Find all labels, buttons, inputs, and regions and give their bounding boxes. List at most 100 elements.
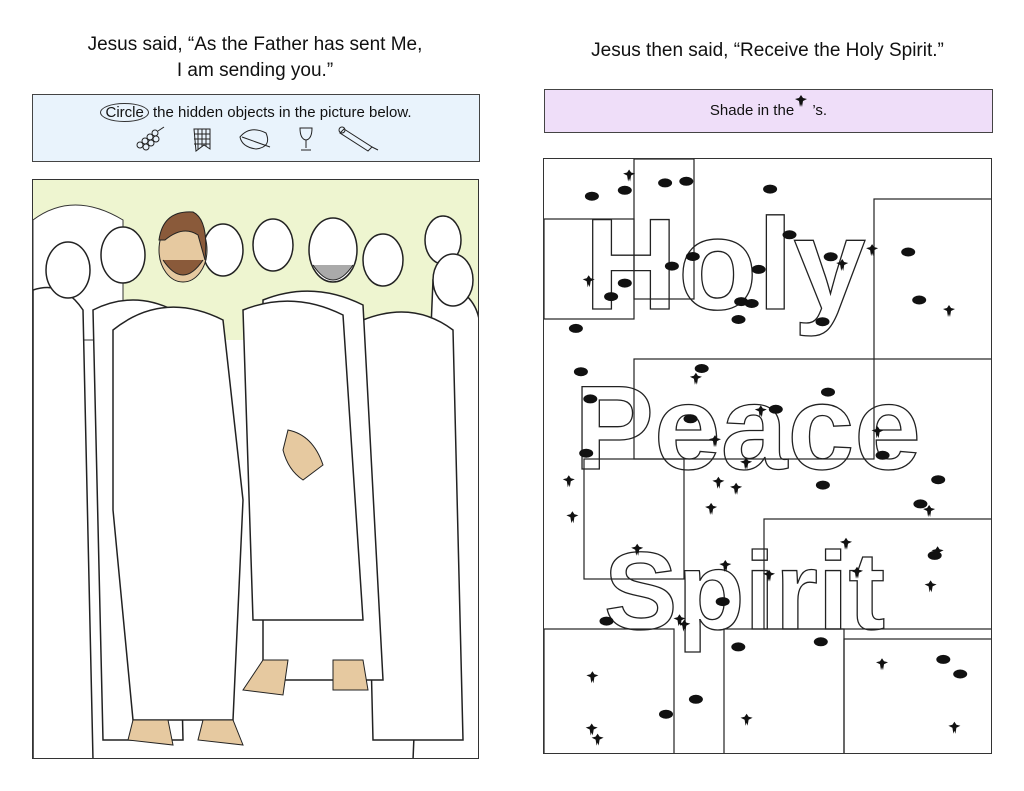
scroll-icon: [338, 126, 379, 152]
dove-icon: [795, 95, 808, 107]
sheep-icon: [815, 317, 830, 327]
dove-icon: [924, 580, 937, 593]
dove-icon: [740, 457, 753, 470]
sheep-icon: [813, 637, 828, 647]
right-page-title: Jesus then said, “Receive the Holy Spiri…: [591, 40, 944, 61]
dove-icon: [763, 569, 775, 582]
sheep-icon: [744, 299, 759, 308]
sheep-icon: [685, 252, 700, 261]
sheep-icon: [734, 297, 749, 307]
sheep-icon: [584, 191, 599, 201]
dove-icon: [754, 405, 767, 418]
dove-icon: [582, 275, 595, 288]
sheep-icon: [579, 448, 594, 458]
dove-icon: [566, 511, 579, 524]
dove-icon: [591, 733, 604, 746]
dove-icon: [876, 658, 888, 671]
puzzle-word-spirit: Spirit: [604, 530, 885, 653]
dove-icon: [719, 560, 732, 572]
shade-puzzle: Holy Peace Spirit: [543, 158, 992, 754]
sheep-icon: [688, 694, 703, 704]
dove-icon: [562, 475, 575, 488]
net-icon: [193, 128, 211, 152]
sheep-icon: [936, 654, 951, 664]
dove-icon: [851, 566, 863, 579]
instruction-post: ’s.: [808, 102, 828, 119]
sheep-icon: [731, 642, 746, 652]
left-page-title: Jesus said, “As the Father has sent Me, …: [30, 32, 480, 84]
puzzle-region: [633, 159, 695, 300]
dove-icon: [836, 259, 849, 271]
sheep-icon: [683, 414, 698, 424]
dove-icon: [623, 169, 636, 182]
sheep-icon: [912, 295, 927, 305]
sheep-icon: [604, 292, 619, 302]
puzzle-region: [633, 358, 875, 460]
grapes-icon: [136, 126, 165, 151]
sheep-icon: [617, 278, 632, 288]
dove-icon: [730, 482, 743, 495]
instruction-rest: the hidden objects in the picture below.: [148, 104, 412, 121]
sheep-icon: [617, 185, 632, 195]
puzzle-word-holy: Holy: [584, 191, 866, 337]
dove-icon: [585, 723, 598, 736]
puzzle-region: [843, 638, 991, 753]
puzzle-region: [583, 458, 685, 580]
sheep-icon: [953, 669, 968, 679]
puzzle-region: [544, 628, 675, 753]
sheep-icon: [679, 176, 694, 186]
dove-icon: [673, 614, 686, 627]
sheep-icon: [875, 450, 890, 460]
cup-icon: [299, 127, 313, 151]
sheep-icon: [658, 178, 673, 188]
dove-icon: [631, 543, 644, 556]
sheep-icon: [901, 247, 916, 257]
dove-icon: [586, 671, 599, 684]
dove-icon: [709, 435, 721, 448]
sheep-icon: [715, 597, 730, 607]
dove-icon: [712, 476, 725, 489]
dove-icon: [740, 713, 753, 726]
sheep-icon: [694, 364, 709, 373]
hidden-objects-instructions: Circle the hidden objects in the picture…: [32, 94, 480, 162]
sheep-icon: [931, 475, 946, 485]
instruction-text: Circle the hidden objects in the picture…: [33, 103, 479, 122]
sheep-icon: [927, 550, 942, 560]
puzzle-drawing: Holy Peace Spirit: [544, 159, 991, 753]
dove-icon: [678, 619, 691, 632]
sheep-icon: [763, 184, 778, 194]
dove-icon: [923, 505, 936, 517]
dove-icon: [840, 537, 852, 550]
sheep-icon: [664, 261, 679, 271]
disciples-illustration: [32, 179, 479, 759]
sheep-icon: [659, 709, 673, 719]
sheep-icon: [599, 616, 614, 626]
dove-icon: [943, 305, 955, 317]
sheep-icon: [583, 394, 598, 404]
disciples-drawing: [33, 180, 478, 758]
sheep-icon: [751, 264, 766, 274]
leaf-icon: [239, 129, 271, 150]
sheep-icon: [568, 323, 583, 333]
sheep-icon: [821, 387, 835, 397]
puzzle-region: [873, 198, 991, 360]
hidden-object-icons: [33, 125, 479, 153]
puzzle-word-peace: Peace: [574, 361, 921, 495]
sheep-icon: [913, 499, 928, 509]
title-line-1: Jesus said, “As the Father has sent Me,: [87, 34, 423, 55]
sheep-icon: [823, 252, 838, 262]
dove-icon: [871, 426, 884, 439]
dove-icon: [866, 244, 879, 257]
circle-word: Circle: [100, 103, 149, 122]
shade-instructions: Shade in the ’s.: [544, 89, 993, 133]
dove-icon: [705, 502, 718, 515]
sheep-icon: [815, 480, 830, 490]
sheep-icon: [768, 404, 783, 414]
instruction-pre: Shade in the: [709, 102, 795, 119]
dove-icon: [948, 721, 961, 734]
sheep-icon: [782, 230, 797, 240]
dove-icon: [689, 372, 702, 385]
title-line-2: I am sending you.”: [176, 60, 334, 81]
sheep-icon: [731, 315, 746, 324]
sheep-icon: [573, 367, 588, 377]
